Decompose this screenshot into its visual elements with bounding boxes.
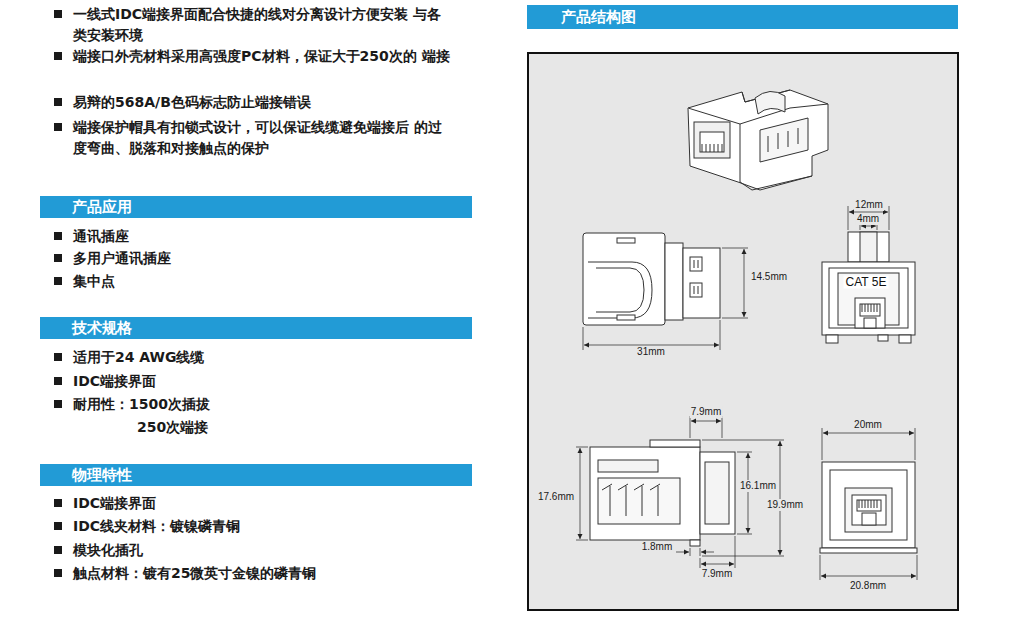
section-heading: 物理特性 — [72, 464, 132, 486]
dimension-label: 7.9mm — [701, 568, 734, 580]
spec-text: 触点材料：镀有25微英寸金镍的磷青铜 — [73, 563, 463, 584]
dimension-label: 7.9mm — [690, 406, 723, 418]
dimension-label: 4mm — [856, 213, 880, 225]
dimension-label: 19.9mm — [766, 499, 804, 511]
spec-text: IDC线夹材料：镀镍磷青铜 — [73, 516, 453, 537]
dimension-label: 31mm — [636, 346, 666, 358]
spec-text: 端接口外壳材料采用高强度PC材料，保证大于250次的 端接 — [73, 46, 451, 67]
spec-text: 耐用性：1500次插拔 — [73, 394, 453, 415]
spec-text: IDC端接界面 — [73, 493, 453, 514]
spec-text: IDC端接界面 — [73, 371, 453, 392]
category-marking: CAT 5E — [844, 276, 889, 289]
section-heading: 产品应用 — [72, 196, 132, 218]
spec-text: 易辩的568A/B色码标志防止端接错误 — [73, 92, 473, 113]
section-band: 技术规格 — [40, 317, 472, 339]
dimension-label: 1.8mm — [641, 541, 674, 553]
bullet-squares — [54, 10, 62, 577]
dimension-lines — [576, 206, 917, 580]
spec-text: 集中点 — [73, 271, 453, 292]
spec-text: 适用于24 AWG线缆 — [73, 347, 453, 368]
section-heading: 技术规格 — [72, 317, 132, 339]
spec-text: 通讯插座 — [73, 226, 453, 247]
drawing-panel — [528, 53, 958, 610]
spec-text: 模块化插孔 — [73, 540, 453, 561]
spec-text: 端接保护帽具有扣锁式设计，可以保证线缆避免端接后 的过度弯曲、脱落和对接触点的保… — [73, 117, 451, 159]
dimension-label: 20.8mm — [849, 580, 887, 592]
section-band: 物理特性 — [40, 464, 472, 486]
section-band: 产品应用 — [40, 196, 472, 218]
dimension-label: 20mm — [853, 419, 883, 431]
jack-drawings — [583, 90, 917, 553]
dimension-label: 12mm — [854, 199, 884, 211]
dimension-label: 14.5mm — [750, 271, 788, 283]
spec-text: 多用户通讯插座 — [73, 248, 453, 269]
section-band: 产品结构图 — [527, 5, 958, 29]
dimension-label: 17.6mm — [537, 491, 575, 503]
dimension-label: 16.1mm — [739, 480, 777, 492]
spec-text: 一线式IDC端接界面配合快捷的线对分离设计方便安装 与各类安装环境 — [73, 4, 451, 46]
section-heading: 产品结构图 — [561, 6, 636, 28]
spec-text: 250次端接 — [137, 417, 437, 438]
